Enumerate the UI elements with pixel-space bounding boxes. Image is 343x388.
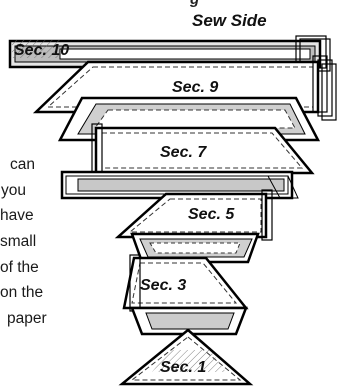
cut-off-top-text-label: g [190,0,199,8]
sew-side-heading: Sew Side [192,11,267,30]
section-7-label: Sec. 7 [160,144,207,161]
body-text-line-6: on the [0,284,44,301]
body-text-line-2: you [1,182,26,199]
section-1-label: Sec. 1 [160,359,206,376]
body-text-line-1: can [10,156,35,173]
section-1-shape [118,328,254,386]
section-2-shape [130,306,248,336]
body-text-line-4: small [0,233,37,250]
section-5-shape [114,189,273,241]
section-6-shape [60,170,299,200]
body-text-line-7: paper [7,310,47,327]
cut-off-top-text: g [190,0,343,8]
section-5-label: Sec. 5 [188,206,235,223]
body-text-line-3: have [0,207,34,224]
section-9-label: Sec. 9 [172,79,218,96]
section-10-label: Sec. 10 [14,42,69,59]
section-3-label: Sec. 3 [140,277,186,294]
body-text-line-5: of the [0,259,39,276]
section-4-shape [130,232,260,264]
